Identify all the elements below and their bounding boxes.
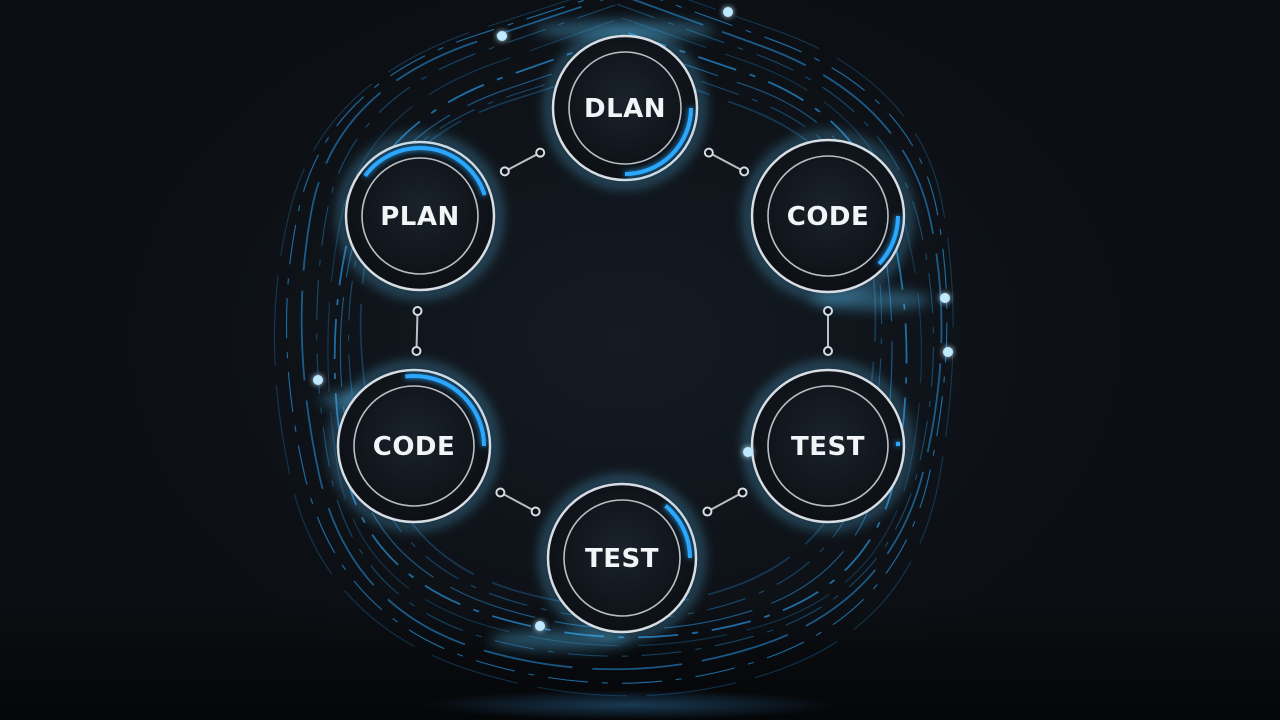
node-glow-arc (756, 374, 900, 518)
connector (702, 487, 748, 517)
node-halo (546, 29, 704, 187)
node-bottom: TEST (541, 477, 703, 639)
node-halo (339, 135, 501, 297)
node-inner-ring (563, 499, 681, 617)
node-glow-arc (756, 144, 900, 288)
node-outer-ring (551, 34, 699, 182)
node-upper-left: PLAN (339, 135, 501, 297)
node-inner-ring (568, 51, 682, 165)
spark (940, 293, 950, 303)
node-upper-right: CODE (745, 133, 911, 299)
connectors (411, 147, 833, 517)
node-label: CODE (787, 202, 870, 232)
node-lower-right: TEST (745, 363, 911, 529)
node-halo (745, 363, 911, 529)
node-top: DLAN (546, 29, 704, 187)
circuit-line (327, 17, 922, 647)
node-outer-ring (546, 482, 698, 634)
spark (943, 347, 953, 357)
floor-glow (420, 690, 840, 720)
connector (499, 147, 546, 177)
node-label: TEST (585, 544, 659, 574)
node-lower-left: CODE (331, 363, 497, 529)
circuit-line (300, 0, 943, 671)
node-label: PLAN (380, 202, 460, 232)
node-label: CODE (373, 432, 456, 462)
glow-arc (490, 630, 630, 650)
node-glow-arc (552, 488, 692, 628)
spark (497, 31, 507, 41)
spark (743, 447, 753, 457)
node-halo (331, 363, 497, 529)
node-glow-arc (557, 40, 693, 176)
node-halo (541, 477, 703, 639)
node-inner-ring (767, 155, 889, 277)
node-outer-ring (344, 140, 496, 292)
spark (723, 7, 733, 17)
node-inner-ring (361, 157, 479, 275)
connector (495, 487, 541, 517)
circuit-line (273, 0, 954, 697)
glow-sparks (313, 7, 953, 631)
nodes: DLAN CODE TEST TEST CODE PLAN (331, 29, 911, 639)
circuit-line (285, 0, 948, 684)
node-label: DLAN (584, 94, 666, 124)
spark (313, 375, 323, 385)
connector (703, 147, 750, 177)
node-glow-arc (342, 374, 486, 518)
node-outer-ring (750, 368, 906, 524)
node-outer-ring (336, 368, 492, 524)
spark (535, 621, 545, 631)
node-halo (745, 133, 911, 299)
node-inner-ring (353, 385, 475, 507)
connector (823, 306, 833, 356)
node-inner-ring (767, 385, 889, 507)
node-glow-arc (350, 146, 490, 286)
node-outer-ring (750, 138, 906, 294)
node-label: TEST (791, 432, 865, 462)
circuit-line (316, 3, 935, 657)
connector (411, 306, 423, 356)
